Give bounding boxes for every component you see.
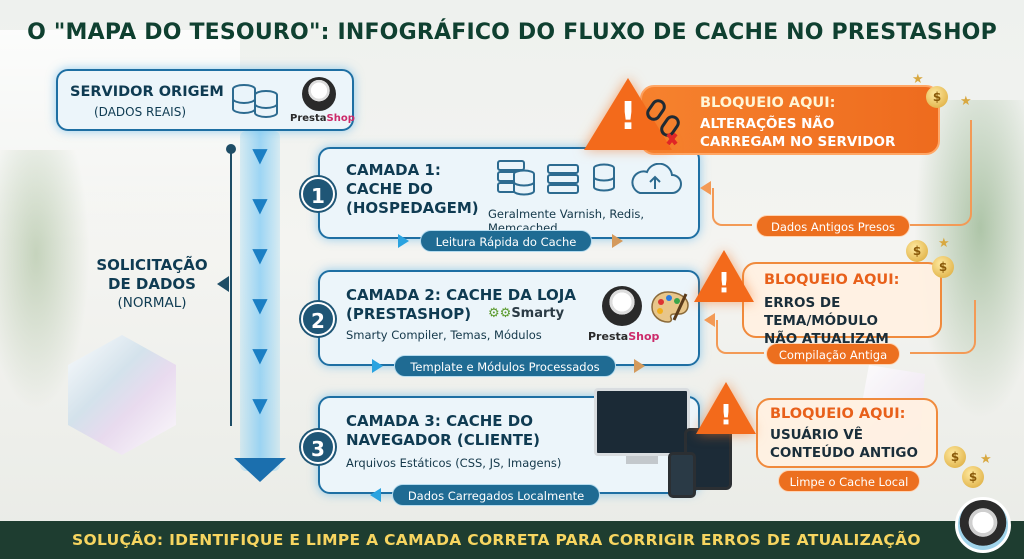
request-label: SOLICITAÇÃO DE DADOS (NORMAL) [92, 256, 212, 313]
arrow-left-icon [704, 313, 715, 327]
coin-icon: $ [926, 86, 948, 108]
data-flow-pipe: ▼ ▼ ▼ ▼ ▼ ▼ [240, 131, 280, 471]
layer-1-flow-label: Leitura Rápida do Cache [420, 230, 592, 252]
chevron-down-icon: ▼ [252, 193, 268, 217]
chevron-down-icon: ▼ [252, 293, 268, 317]
broken-link-icon [646, 99, 680, 146]
prestashop-logo-icon [302, 77, 336, 111]
database-icon [513, 169, 535, 196]
warning-icon [694, 250, 754, 302]
block-2-return-connector [910, 300, 976, 354]
layer-2-flow-label: Template e Módulos Processados [394, 355, 616, 377]
layer-1-number: 1 [301, 177, 335, 211]
database-icon [232, 84, 278, 119]
layer-1-box: CAMADA 1:CACHE DO(HOSPEDAGEM) Geralmente… [318, 147, 700, 239]
block-3-heading: BLOQUEIO AQUI: [770, 406, 906, 422]
block-2-heading: BLOQUEIO AQUI: [764, 272, 900, 288]
layer-1-title: CAMADA 1:CACHE DO(HOSPEDAGEM) [346, 161, 479, 217]
layer-2-box: CAMADA 2: CACHE DA LOJA(PRESTASHOP) ⚙⚙Sm… [318, 270, 700, 366]
origin-server-box: SERVIDOR ORIGEM (DADOS REAIS) PrestaShop [56, 69, 355, 131]
warning-mark: ! [717, 266, 731, 299]
request-label-line-1: SOLICITAÇÃO [96, 256, 208, 274]
coin-icon: $ [944, 446, 966, 468]
warning-mark: ! [619, 94, 637, 138]
arrow-right-icon [372, 359, 383, 373]
prestashop-logo-text: PrestaShop [588, 330, 660, 343]
warning-icon [584, 78, 672, 150]
arrow-right-icon [634, 359, 645, 373]
star-icon: ★ [912, 72, 924, 87]
request-bracket-dot [226, 144, 236, 154]
arrow-down-icon [234, 458, 286, 482]
warning-icon [696, 382, 756, 434]
block-2-return-line [716, 320, 764, 354]
chevron-down-icon: ▼ [252, 343, 268, 367]
layer-3-subtitle: Arquivos Estáticos (CSS, JS, Imagens) [346, 456, 562, 470]
server-icon [547, 164, 579, 194]
prestashop-logo-text: PrestaShop [290, 113, 355, 124]
page-title: O "MAPA DO TESOURO": INFOGRÁFICO DO FLUX… [27, 20, 997, 45]
cloud-upload-icon [631, 163, 682, 194]
star-icon: ★ [960, 94, 972, 109]
chevron-down-icon: ▼ [252, 393, 268, 417]
database-icon [593, 163, 615, 192]
prestashop-logo-icon [602, 286, 642, 326]
arrow-right-icon [398, 234, 409, 248]
coin-icon: $ [962, 466, 984, 488]
arrow-right-icon [612, 234, 623, 248]
arrow-left-icon [700, 181, 711, 195]
arrow-left-icon [370, 488, 381, 502]
palette-icon [651, 291, 689, 323]
layer-2-number: 2 [301, 302, 335, 336]
solution-banner: SOLUÇÃO: IDENTIFIQUE E LIMPE A CAMADA CO… [0, 521, 1024, 559]
block-1-return-connector [900, 120, 972, 226]
gears-icon: ⚙⚙ [488, 306, 512, 321]
request-bracket [230, 148, 232, 426]
block-3-return-label: Limpe o Cache Local [778, 470, 920, 492]
block-1-return-label: Dados Antigos Presos [756, 215, 910, 237]
layer-3-flow-label: Dados Carregados Localmente [392, 484, 600, 506]
block-2-return-label: Compilação Antiga [766, 343, 900, 365]
warning-mark: ! [719, 398, 733, 431]
coin-icon: $ [932, 256, 954, 278]
crystal-decoration [68, 335, 176, 455]
star-icon: ★ [938, 236, 950, 251]
star-icon: ★ [980, 452, 992, 467]
request-label-line-3: (NORMAL) [117, 295, 187, 311]
chevron-down-icon: ▼ [252, 243, 268, 267]
layer-2-subtitle: Smarty Compiler, Temas, Módulos [346, 328, 542, 342]
origin-server-subtitle: (DADOS REAIS) [94, 105, 187, 119]
chevron-down-icon: ▼ [252, 143, 268, 167]
block-1-return-line [712, 188, 752, 226]
prestashop-mascot-icon [955, 497, 1011, 553]
monitor-stand [626, 456, 658, 464]
layer-2-title: CAMADA 2: CACHE DA LOJA(PRESTASHOP) [346, 286, 576, 323]
background-window [0, 30, 240, 250]
block-1-heading: BLOQUEIO AQUI: [700, 95, 836, 111]
request-bracket-pointer [217, 276, 229, 292]
smarty-logo: ⚙⚙Smarty [488, 306, 565, 321]
coin-icon: $ [906, 240, 928, 262]
layer-3-number: 3 [301, 430, 335, 464]
origin-server-title: SERVIDOR ORIGEM [70, 84, 224, 100]
monitor-icon [594, 388, 690, 456]
phone-icon [668, 452, 696, 498]
request-label-line-2: DE DADOS [108, 275, 196, 293]
